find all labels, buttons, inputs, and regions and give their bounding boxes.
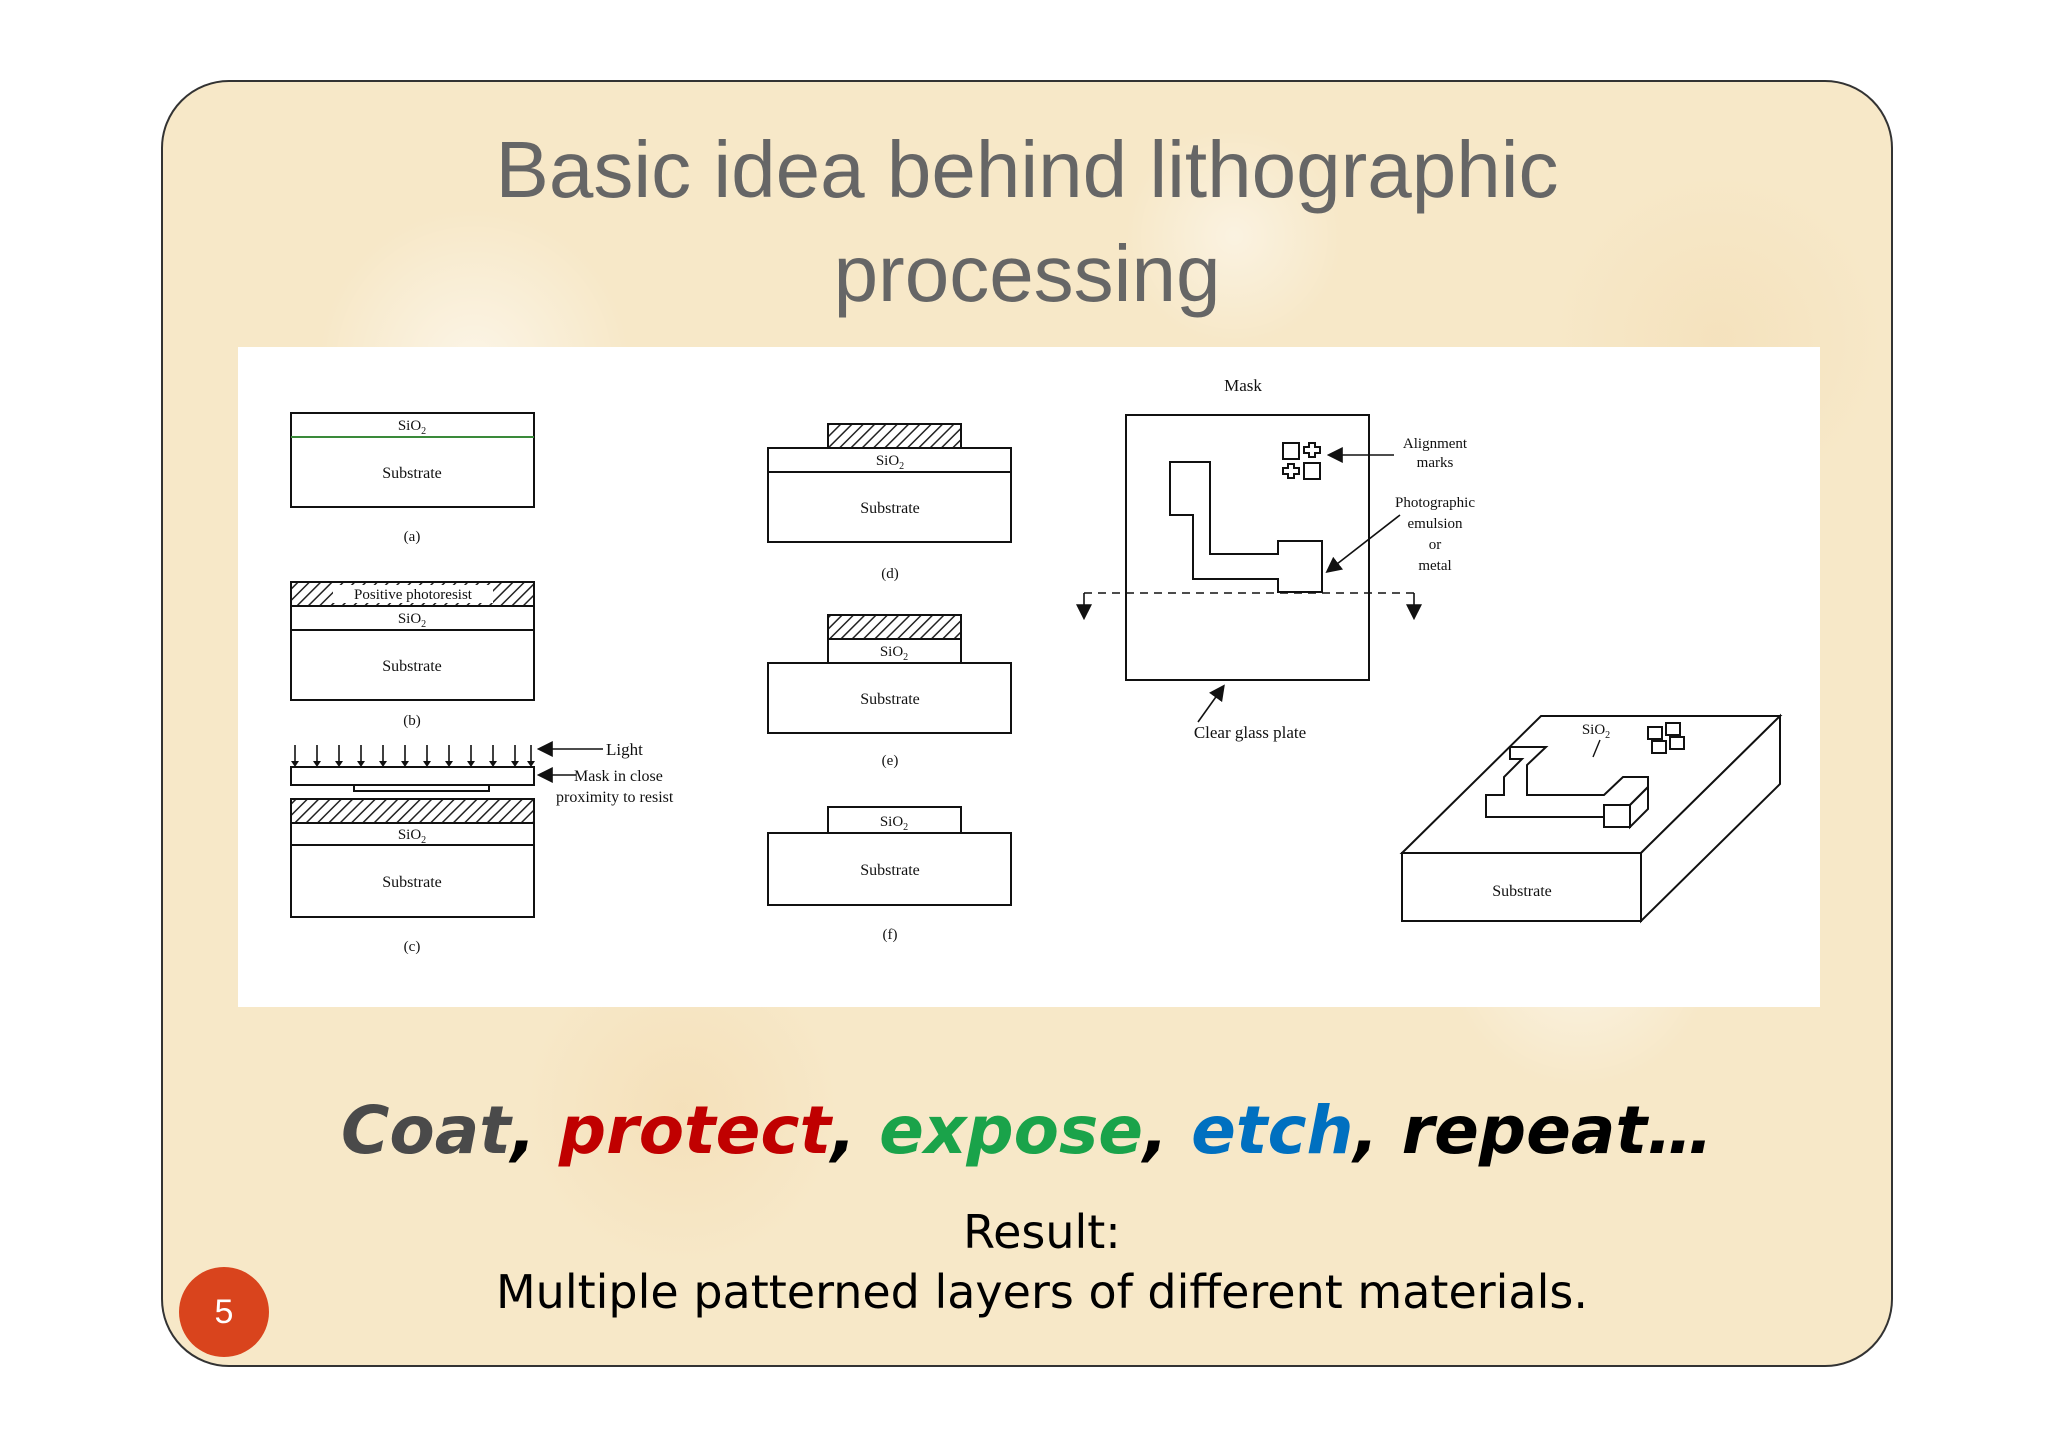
step-a-substrate-label: Substrate — [382, 465, 442, 482]
step-f-diagram — [767, 806, 1012, 906]
light-label: Light — [606, 740, 643, 759]
step-f-sio2-label: SiO2 — [880, 814, 908, 833]
step-a-sio2-label: SiO2 — [398, 418, 426, 437]
step-b-photoresist-label: Positive photoresist — [354, 587, 473, 603]
step-f-substrate-label: Substrate — [860, 862, 920, 879]
motto-separator: , — [831, 1092, 880, 1169]
step-d-caption: (d) — [881, 566, 899, 582]
alignment-marks-icon — [1282, 442, 1321, 480]
motto-separator: , — [1353, 1092, 1402, 1169]
step-a-caption: (a) — [404, 529, 421, 545]
step-d-diagram — [767, 423, 1012, 543]
mask-proximity-label-2: proximity to resist — [556, 789, 674, 806]
3d-substrate-diagram — [1399, 713, 1783, 924]
emulsion-label-4: metal — [1418, 558, 1451, 574]
motto-protect: protect — [558, 1092, 832, 1169]
alignment-label-2: marks — [1417, 455, 1454, 471]
step-d-substrate-label: Substrate — [860, 500, 920, 517]
mask-pattern — [1169, 461, 1323, 593]
step-f-caption: (f) — [883, 927, 898, 943]
step-b-sio2-label: SiO2 — [398, 611, 426, 630]
step-c-caption: (c) — [404, 939, 421, 955]
step-a-substrate — [290, 436, 535, 508]
light-arrows — [294, 745, 532, 761]
step-e-diagram — [767, 614, 1012, 734]
step-e-substrate-label: Substrate — [860, 691, 920, 708]
slide-title: Basic idea behind lithographic processin… — [163, 118, 1891, 326]
step-c-substrate-label: Substrate — [382, 874, 442, 891]
step-c-diagram — [290, 798, 535, 918]
mask-proximity-label-1: Mask in close — [574, 768, 663, 785]
motto-repeat: repeat… — [1401, 1092, 1714, 1169]
step-b-substrate — [290, 629, 535, 701]
step-e-caption: (e) — [882, 753, 899, 769]
motto-separator: , — [1143, 1092, 1192, 1169]
step-c-mask — [290, 766, 535, 792]
step-b-substrate-label: Substrate — [382, 658, 442, 675]
3d-sio2-label: SiO2 — [1582, 722, 1610, 741]
result-heading: Result: — [963, 1205, 1121, 1259]
clear-glass-label: Clear glass plate — [1194, 723, 1306, 742]
motto-coat: Coat — [340, 1092, 511, 1169]
step-d-sio2-label: SiO2 — [876, 453, 904, 472]
motto-expose: expose — [879, 1092, 1144, 1169]
step-a-diagram — [290, 412, 535, 508]
result-text: Result: Multiple patterned layers of dif… — [163, 1202, 1891, 1322]
step-b-caption: (b) — [403, 713, 421, 729]
motto-etch: etch — [1191, 1092, 1354, 1169]
motto-separator: , — [510, 1092, 559, 1169]
page-number-badge: 5 — [179, 1267, 269, 1357]
3d-substrate-label: Substrate — [1492, 883, 1552, 900]
slide: Basic idea behind lithographic processin… — [161, 80, 1893, 1367]
process-motto: Coat, protect, expose, etch, repeat… — [163, 1092, 1891, 1169]
emulsion-label-1: Photographic — [1395, 495, 1475, 511]
step-c-sio2-label: SiO2 — [398, 827, 426, 846]
lithography-figure: SiO2 Substrate (a) Positive photoresist … — [238, 347, 1820, 1007]
mask-title: Mask — [1224, 376, 1262, 395]
title-line-1: Basic idea behind lithographic — [495, 125, 1559, 214]
emulsion-label-3: or — [1429, 537, 1442, 553]
step-e-sio2-label: SiO2 — [880, 644, 908, 663]
emulsion-label-2: emulsion — [1408, 516, 1463, 532]
result-description: Multiple patterned layers of different m… — [495, 1265, 1588, 1319]
title-line-2: processing — [833, 229, 1221, 318]
alignment-label-1: Alignment — [1403, 436, 1468, 452]
